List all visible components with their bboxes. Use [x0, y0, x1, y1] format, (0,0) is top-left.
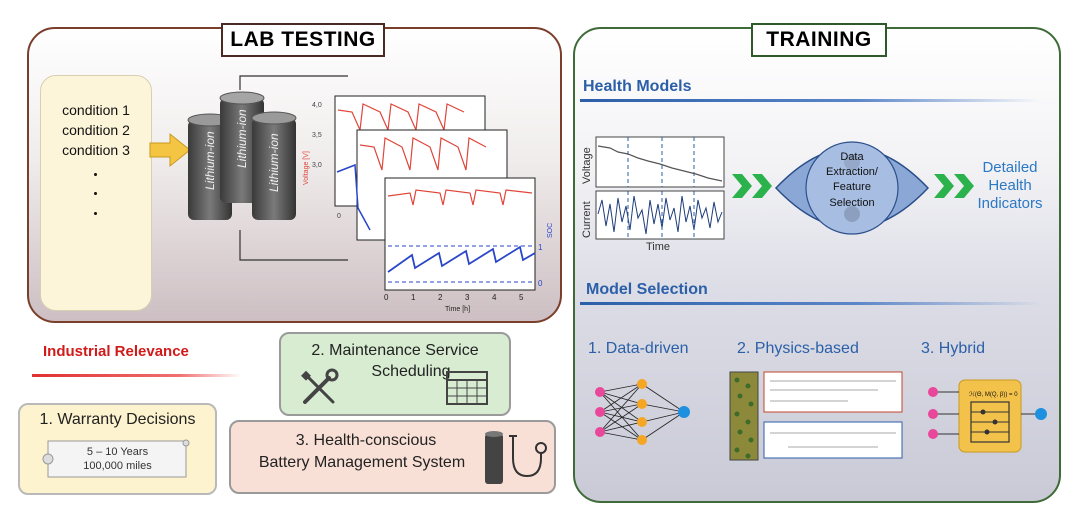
- wrench-screwdriver-icon: [301, 368, 339, 404]
- warranty-title: 1. Warranty Decisions: [39, 411, 196, 428]
- voltage-signal-frame: [595, 136, 725, 188]
- detailed-health-indicators: Detailed Health Indicators: [970, 159, 1050, 213]
- svg-text:Lithium-ion: Lithium-ion: [267, 133, 281, 192]
- plot-frame: [384, 177, 536, 291]
- svg-text:Lithium-ion: Lithium-ion: [203, 131, 217, 190]
- svg-text:5: 5: [519, 293, 524, 302]
- svg-text:Feature: Feature: [833, 181, 871, 193]
- lab-test-plots: 4,0 3,5 3,0 Voltage [V] 0 1 0 SOC 0 1 2 …: [303, 95, 554, 313]
- warranty-miles: 100,000 miles: [83, 460, 152, 472]
- ellipsis-dot: [94, 173, 97, 176]
- svg-text:2: 2: [438, 293, 443, 302]
- physics-equations-illustration: [729, 371, 903, 461]
- maintenance-title-line1: 2. Maintenance Service: [311, 342, 479, 359]
- ellipsis-dot: [94, 212, 97, 215]
- voltage-current-signals: Voltage Current Time: [581, 136, 725, 253]
- health-models-heading: Health Models: [583, 78, 692, 95]
- svg-text:Data: Data: [840, 151, 864, 163]
- arrow-right-icon: [149, 132, 191, 168]
- svg-text:Voltage [V]: Voltage [V]: [303, 151, 310, 185]
- maintenance-scheduling-card: 2. Maintenance Service Scheduling: [279, 332, 511, 416]
- model-selection-underline: [580, 302, 1040, 305]
- chevron-right-icon: [934, 174, 974, 198]
- warranty-years: 5 – 10 Years: [86, 446, 149, 458]
- lab-testing-title: LAB TESTING: [221, 23, 385, 57]
- svg-text:Lithium-ion: Lithium-ion: [235, 109, 249, 168]
- svg-text:ℋ(Θ, M(Q, β)) = 0: ℋ(Θ, M(Q, β)) = 0: [969, 391, 1018, 398]
- svg-text:4: 4: [492, 293, 497, 302]
- bms-title-line1: 3. Health-conscious: [295, 432, 437, 449]
- svg-text:0: 0: [384, 293, 389, 302]
- svg-text:3,5: 3,5: [312, 132, 322, 139]
- battery-cells-illustration: Lithium-ion Lithium-ion Lithium-ion: [149, 75, 348, 261]
- maintenance-title-line2: Scheduling: [371, 363, 451, 380]
- ellipsis-dot: [94, 192, 97, 195]
- svg-text:SOC: SOC: [547, 223, 554, 238]
- svg-text:Voltage: Voltage: [581, 147, 593, 184]
- neural-network-icon: [595, 379, 690, 445]
- health-models-underline: [580, 99, 1040, 102]
- svg-text:Extraction/: Extraction/: [826, 166, 879, 178]
- svg-text:0: 0: [337, 213, 341, 220]
- conditions-box: condition 1 condition 2 condition 3: [40, 75, 152, 311]
- output-line: Health: [988, 177, 1032, 194]
- bms-title-line2: Battery Management System: [258, 454, 466, 471]
- model-physics-based-label: 2. Physics-based: [737, 340, 859, 357]
- battery-cell-icon: Lithium-ion: [251, 111, 297, 220]
- condition-item: condition 1: [62, 102, 130, 118]
- condition-item: condition 2: [62, 122, 130, 138]
- training-title: TRAINING: [751, 23, 887, 57]
- chevron-right-icon: [732, 174, 772, 198]
- svg-text:4,0: 4,0: [312, 102, 322, 109]
- calendar-icon: [446, 371, 488, 405]
- industrial-relevance-underline: [32, 374, 242, 377]
- hybrid-model-icon: ℋ(Θ, M(Q, β)) = 0: [928, 379, 1047, 453]
- svg-text:Current: Current: [581, 201, 593, 238]
- condition-item: condition 3: [62, 142, 130, 158]
- svg-text:Time [h]: Time [h]: [445, 306, 470, 313]
- feature-extraction-lens: Data Extraction/ Feature Selection: [774, 141, 930, 235]
- svg-text:3: 3: [465, 293, 470, 302]
- industrial-relevance-heading: Industrial Relevance: [43, 343, 189, 360]
- svg-text:Time: Time: [646, 241, 670, 253]
- svg-text:3,0: 3,0: [312, 162, 322, 169]
- health-conscious-bms-card: 3. Health-conscious Battery Management S…: [229, 420, 556, 494]
- scroll-icon: [42, 439, 190, 478]
- svg-text:1: 1: [411, 293, 416, 302]
- svg-text:0: 0: [538, 279, 543, 288]
- warranty-decisions-card: 1. Warranty Decisions 5 – 10 Years 100,0…: [18, 403, 217, 495]
- output-line: Indicators: [977, 195, 1043, 212]
- model-data-driven-label: 1. Data-driven: [588, 340, 689, 357]
- model-hybrid-label: 3. Hybrid: [921, 340, 986, 357]
- output-line: Detailed: [982, 159, 1038, 176]
- svg-text:1: 1: [538, 243, 543, 252]
- model-selection-heading: Model Selection: [586, 281, 708, 298]
- svg-text:Selection: Selection: [829, 197, 874, 209]
- battery-stethoscope-icon: [485, 431, 547, 484]
